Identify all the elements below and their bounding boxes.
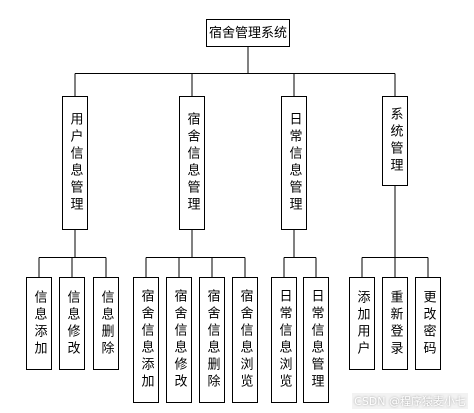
leaf-node: 信息删除	[93, 277, 119, 370]
leaf-node: 日常信息管理	[303, 277, 329, 403]
leaf-label: 信息修改	[64, 289, 80, 358]
leaf-node: 宿舍信息添加	[133, 277, 159, 403]
module-label: 系统管理	[387, 107, 403, 175]
leaf-label: 日常信息浏览	[276, 289, 292, 391]
leaf-label: 重新登录	[387, 289, 403, 358]
leaf-label: 宿舍信息修改	[171, 289, 187, 391]
module-node-user-info: 用户信息管理	[62, 96, 88, 230]
leaf-label: 宿舍信息删除	[204, 289, 220, 391]
root-node-label: 宿舍管理系统	[208, 25, 287, 41]
leaf-label: 添加用户	[354, 289, 370, 358]
module-node-system: 系统管理	[382, 96, 408, 186]
root-node: 宿舍管理系统	[206, 19, 290, 47]
module-label: 宿舍信息管理	[184, 112, 200, 214]
leaf-node: 添加用户	[349, 277, 375, 370]
leaf-node: 更改密码	[415, 277, 441, 370]
leaf-label: 日常信息管理	[308, 289, 324, 391]
leaf-node: 信息添加	[26, 277, 52, 370]
leaf-node: 日常信息浏览	[271, 277, 297, 403]
leaf-node: 宿舍信息删除	[199, 277, 225, 403]
leaf-label: 信息删除	[98, 289, 114, 358]
leaf-label: 信息添加	[31, 289, 47, 358]
module-label: 用户信息管理	[67, 112, 83, 214]
module-node-daily-info: 日常信息管理	[281, 96, 307, 230]
leaf-node: 宿舍信息修改	[166, 277, 192, 403]
leaf-label: 更改密码	[420, 289, 436, 358]
watermark: CSDN @程序猿麦小七	[352, 393, 468, 409]
module-node-dorm-info: 宿舍信息管理	[179, 96, 205, 230]
leaf-label: 宿舍信息添加	[138, 289, 154, 391]
leaf-node: 宿舍信息浏览	[232, 277, 258, 403]
module-label: 日常信息管理	[286, 112, 302, 214]
leaf-label: 宿舍信息浏览	[237, 289, 253, 391]
leaf-node: 信息修改	[59, 277, 85, 370]
leaf-node: 重新登录	[382, 277, 408, 370]
